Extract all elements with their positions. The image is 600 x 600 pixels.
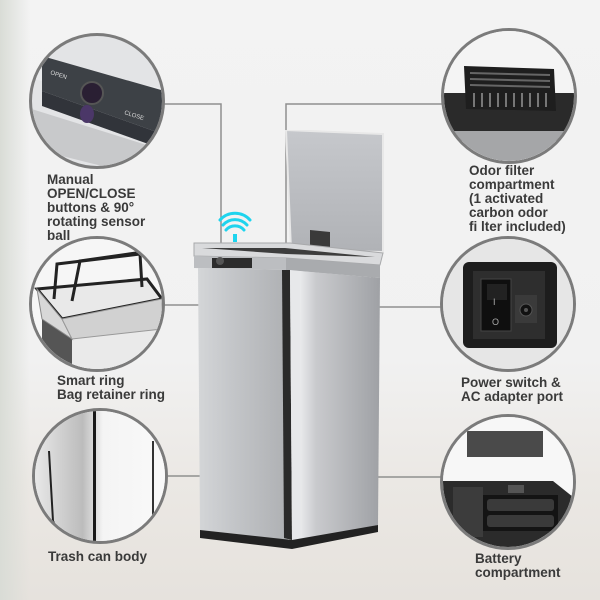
sensor-closeup: OPEN CLOSE (32, 56, 162, 166)
sensor-callout: OPEN CLOSE (29, 33, 165, 169)
power-callout: I O (440, 236, 576, 372)
trash-can-image (193, 130, 384, 549)
svg-text:I: I (493, 297, 496, 307)
battery-label: Battery compartment (475, 551, 561, 580)
bag-ring-label: Smart ring Bag retainer ring (57, 373, 166, 402)
battery-callout (440, 414, 576, 550)
sensor-label: Manual OPEN/CLOSE buttons & 90° rotating… (47, 172, 146, 243)
odor-filter-closeup (444, 31, 574, 161)
power-label: Power switch & AC adapter port (461, 375, 564, 404)
battery-closeup (443, 417, 573, 547)
odor-filter-label: Odor filter compartment (1 activated car… (469, 163, 566, 234)
body-callout (32, 408, 168, 544)
odor-filter-callout (441, 28, 577, 164)
body-closeup (35, 411, 165, 541)
svg-text:O: O (492, 317, 499, 327)
background-blur (0, 0, 30, 600)
svg-text:OPEN: OPEN (49, 70, 67, 81)
bag-ring-closeup (32, 239, 162, 369)
svg-text:CLOSE: CLOSE (123, 110, 144, 122)
bag-ring-callout (29, 236, 165, 372)
power-closeup: I O (443, 239, 573, 369)
body-label: Trash can body (48, 549, 148, 564)
